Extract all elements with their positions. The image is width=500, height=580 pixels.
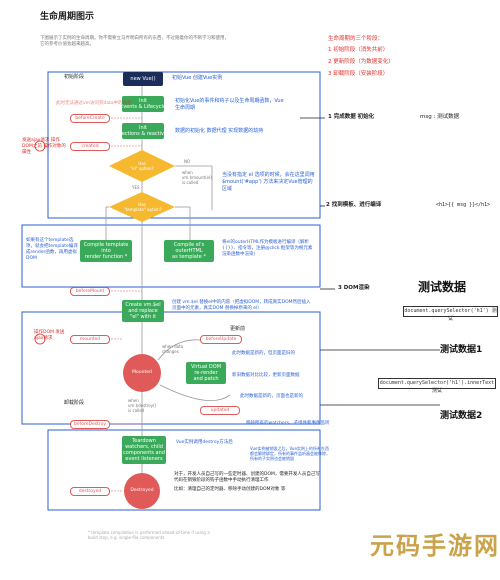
annot-1-label: 1 完成数据 初始化 bbox=[328, 114, 375, 120]
mounted-circle bbox=[123, 354, 161, 392]
annot-2-label: 2 找到模板、进行编译 bbox=[326, 202, 382, 208]
hook-before-create: beforeCreate bbox=[70, 114, 110, 123]
annot-4-big: 测试数据1 bbox=[440, 345, 483, 355]
note-update: 此时数据是新的，但页面是旧的 bbox=[232, 351, 295, 356]
annot-1-code: msg : 测试数据 bbox=[420, 114, 460, 120]
phase-init-label: 初始阶段 bbox=[64, 74, 85, 80]
hook-destroyed: destroyed bbox=[70, 487, 110, 496]
destroy-frame bbox=[47, 429, 321, 511]
when-destroy-label: when vm.$destroy() is called bbox=[128, 398, 157, 413]
hook-before-update: beforeUpdate bbox=[200, 335, 242, 344]
note-create-el: 创建 vm.$el 替换el中的内容（把虚拟DOM，转成真实DOM然后插入页面中… bbox=[172, 300, 311, 311]
note-created-red: 发送ajax请求 操作DOM之前 操作对象的属性 bbox=[22, 138, 66, 155]
note-init-injections: 数据的初始化 数据代理 实现数据的劫持 bbox=[175, 128, 264, 134]
stage-2: 2 更新阶段（为数据变化） bbox=[328, 59, 394, 65]
compile-el-node: Compile el's outerHTML as template * bbox=[164, 240, 214, 262]
init-frame bbox=[47, 71, 321, 219]
has-el-label: Has "el" option? bbox=[130, 161, 154, 171]
note-bottom-black2: 比如：清理自己的定时器、移除手动创建的DOM对象 等 bbox=[174, 487, 286, 492]
footnote: * template compilation is performed ahea… bbox=[88, 530, 210, 540]
hook-before-mount: beforeMount bbox=[70, 287, 110, 296]
no-label: NO bbox=[184, 159, 191, 164]
yes-label: YES bbox=[132, 185, 140, 190]
note-updated: 此时数据是新的，页面也是新的 bbox=[240, 394, 303, 399]
hook-created: created bbox=[70, 142, 110, 151]
note-bottom-black: 对于，开发人员自己写的一些定时器、创建的DOM，需要开发人员自己写代码在销毁阶段… bbox=[174, 472, 320, 483]
note-compile-left: 如果有这个template选项，就会把template编译成render函数，再… bbox=[26, 238, 78, 261]
update-frame bbox=[21, 311, 321, 425]
has-template-diamond bbox=[109, 192, 175, 222]
stages-box: 生命周期的三个阶段： 1 初始阶段（消失共前） 2 更新阶段（为数据变化） 3 … bbox=[328, 34, 428, 80]
destroyed-node: Destroyed bbox=[130, 488, 154, 493]
compile-render-node: Compile template into render function * bbox=[80, 240, 132, 262]
note-has-el: 当没有指定 el 选项的时候，会在这里调用 $mount('#app') 方法来… bbox=[222, 172, 315, 192]
create-el-node: Create vm.$el and replace "el" with it bbox=[122, 300, 164, 322]
note-before-update: 更新前 bbox=[230, 326, 246, 332]
note-mounted-red: 操作DOM 发送ajax请求 bbox=[34, 330, 65, 341]
hook-updated: updated bbox=[200, 406, 240, 415]
when-data-label: when data changes bbox=[162, 344, 184, 354]
annot-4-code: document.querySelector('h1').innerText 测… bbox=[378, 378, 496, 394]
watermark-logo: 元码手游网 bbox=[370, 532, 500, 560]
new-vue-node: new Vue() bbox=[123, 72, 163, 86]
annot-3-big: 测试数据 bbox=[418, 280, 467, 294]
note-destroy-detail: Vue实例被销毁之后，Vue实例上的所有东西都会解除绑定，所有的事件监听器会被移… bbox=[250, 446, 330, 461]
teardown-node: Teardown watchers, child components and … bbox=[122, 436, 166, 464]
stage-3: 3 卸载阶段（安装阶段） bbox=[328, 71, 389, 77]
stages-header: 生命周期的三个阶段： bbox=[328, 36, 384, 42]
has-template-label: Has "template" option? bbox=[124, 202, 162, 212]
page-title: 生命周期图示 bbox=[40, 12, 95, 22]
stage-1: 1 初始阶段（消失共前） bbox=[328, 47, 389, 53]
phase-destroy-label: 卸载阶段 bbox=[64, 400, 85, 406]
vdom-node: Virtual DOM re-render and patch bbox=[186, 362, 226, 384]
init-injections-node: Init Injections & reactivity bbox=[115, 123, 171, 139]
mounted-node: Mounted bbox=[132, 370, 152, 375]
has-el-diamond bbox=[109, 150, 175, 182]
hook-mounted: mounted bbox=[70, 335, 110, 344]
destroyed-circle bbox=[124, 473, 160, 509]
note-compile-right: 将el的outerHTML作为模板进行编译（解析 {{}}、指令等，注册@cli… bbox=[222, 240, 313, 257]
annot-5-big: 测试数据2 bbox=[440, 411, 483, 421]
init-events-node: Init Events & Lifecycle bbox=[120, 96, 166, 112]
compile-frame bbox=[21, 224, 321, 288]
note-new-vue: 初始Vue 创建Vue实例 bbox=[172, 75, 223, 81]
annot-2-code: <h1>{{ msg }}</h1> bbox=[436, 202, 491, 208]
note-vdom: 新旧数据对比比较，更新页面数据 bbox=[232, 373, 300, 378]
note-init-events: 初始化Vue的事件和钩子以及生命周期函数，Vue生命周期 bbox=[175, 98, 284, 111]
hook-before-destroy: beforeDestroy bbox=[70, 420, 110, 429]
note-teardown: Vue实例调用destroy方法后 bbox=[176, 440, 233, 445]
annot-3-label: 3 DOM渲染 bbox=[338, 285, 370, 291]
note-before-create-red: 此时无法通过vm访问到data中的数据 bbox=[56, 101, 132, 106]
note-destroy-hint: 移除所有的watchers、子组件和事件监听 bbox=[246, 421, 330, 426]
intro-text: 下图展示了实例的生命周期。你不需要立马弄明白所有的东西，不过随着你的不断学习和使… bbox=[40, 36, 229, 47]
annot-3-code: document.querySelector('h1') 测试 bbox=[403, 306, 498, 322]
when-mount-label: when vm.$mount(el) is called bbox=[182, 170, 212, 185]
